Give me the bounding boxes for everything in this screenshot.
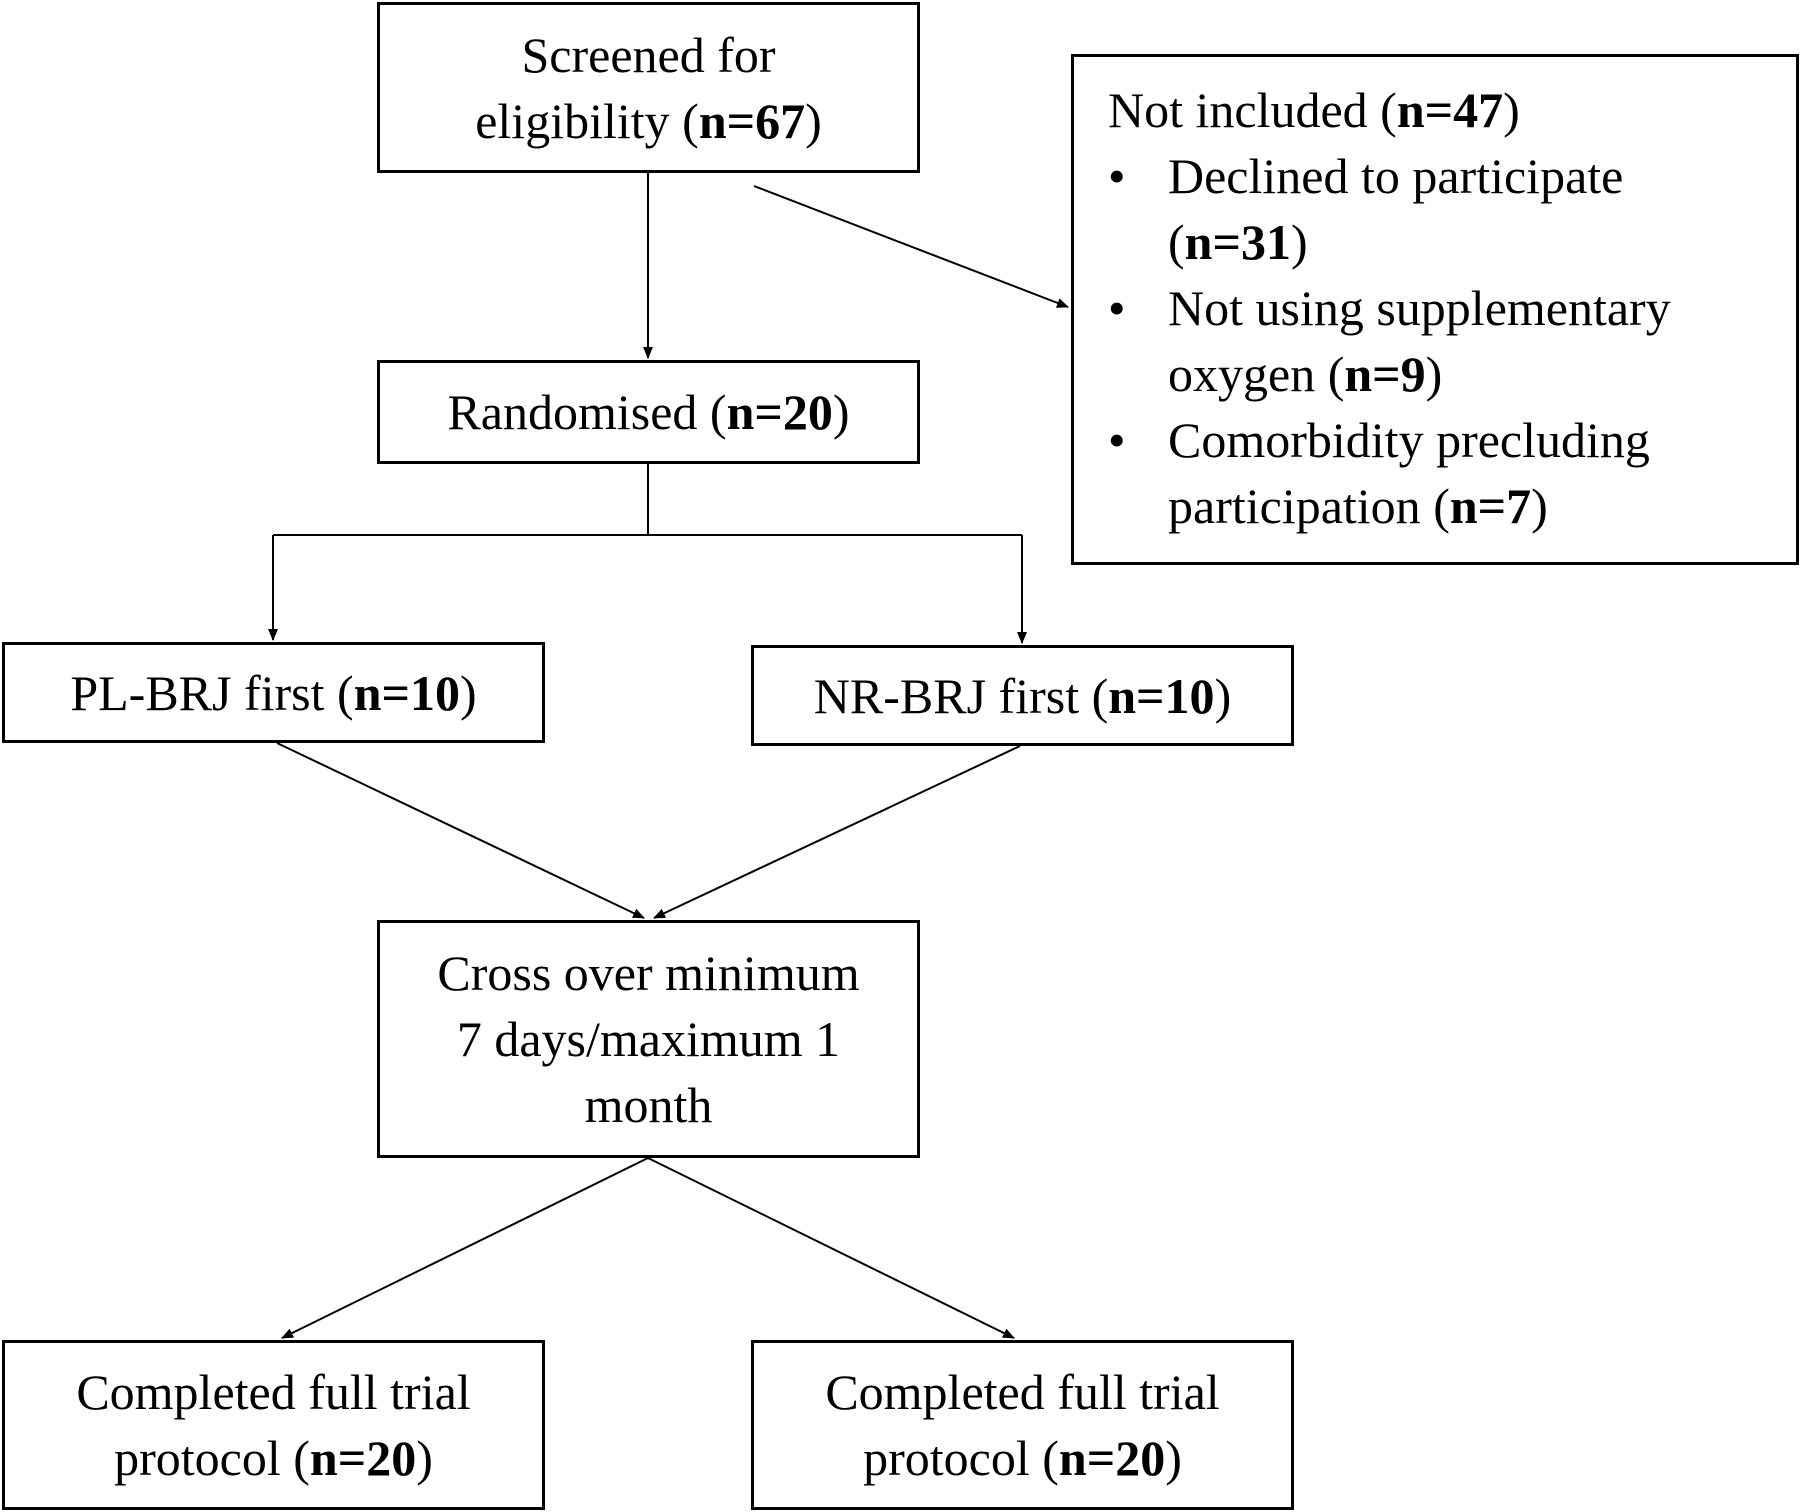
exclusion-reason-count: n=9 <box>1344 346 1426 402</box>
pl-brj-first-label: PL-BRJ first <box>70 664 325 721</box>
not-included-box: Not included (n=47) • Declined to partic… <box>1071 54 1799 565</box>
screened-box: Screened for eligibility (n=67) <box>377 2 920 173</box>
exclusion-reason-no-oxygen: • Not using supplementary oxygen (n=9) <box>1108 275 1796 407</box>
exclusion-reason-count: n=7 <box>1449 478 1532 534</box>
exclusion-reason-count: n=31 <box>1184 214 1291 270</box>
completed-right-box: Completed full trial protocol (n=20) <box>751 1340 1294 1510</box>
crossover-label-line1: Cross over minimum <box>437 945 860 1001</box>
nr-brj-first-label: NR-BRJ first <box>813 667 1080 724</box>
nr-brj-first-box: NR-BRJ first (n=10) <box>751 645 1294 746</box>
pl-brj-first-box: PL-BRJ first (n=10) <box>2 642 545 743</box>
exclusion-reason-declined: • Declined to participate (n=31) <box>1108 143 1796 275</box>
randomised-box: Randomised (n=20) <box>377 360 920 464</box>
exclusion-reason-text: Comorbidity precluding <box>1168 412 1650 468</box>
screened-label-line2-text: eligibility <box>475 92 670 149</box>
screened-count: n=67 <box>698 92 806 149</box>
arrow-nr-first-to-crossover <box>653 745 1021 919</box>
exclusion-reason-count-line: participation (n=7) <box>1168 478 1548 534</box>
randomised-label-line: Randomised (n=20) <box>447 384 850 440</box>
completed-right-count: n=20 <box>1058 1430 1166 1486</box>
nr-brj-first-label-line: NR-BRJ first (n=10) <box>813 667 1232 724</box>
arrow-pl-first-to-crossover <box>276 742 645 919</box>
bullet-glyph: • <box>1108 148 1126 204</box>
completed-left-label-line2: protocol (n=20) <box>114 1430 433 1486</box>
exclusion-reason-text-cont: oxygen <box>1168 346 1316 402</box>
bullet-glyph: • <box>1108 280 1126 336</box>
arrow-screened-to-not-included <box>753 185 1069 308</box>
pl-brj-first-label-line: PL-BRJ first (n=10) <box>70 664 477 721</box>
crossover-label-line2: 7 days/maximum 1 <box>456 1011 841 1067</box>
exclusion-reason-text: Not using supplementary <box>1168 280 1671 336</box>
nr-brj-first-count: n=10 <box>1108 667 1215 724</box>
randomised-label: Randomised <box>447 384 698 440</box>
screened-label-line1: Screened for <box>521 26 776 83</box>
crossover-box: Cross over minimum 7 days/maximum 1 mont… <box>377 920 920 1158</box>
bullet-glyph: • <box>1108 412 1126 468</box>
completed-right-label-text: protocol <box>863 1430 1030 1486</box>
exclusion-reason-count-line: oxygen (n=9) <box>1168 346 1443 402</box>
randomised-count: n=20 <box>726 384 833 440</box>
exclusion-reason-text: Declined to participate <box>1168 148 1624 204</box>
completed-left-box: Completed full trial protocol (n=20) <box>2 1340 545 1510</box>
completed-left-label-text: protocol <box>114 1430 281 1486</box>
crossover-label-line3: month <box>584 1077 713 1133</box>
not-included-count: n=47 <box>1396 82 1504 138</box>
completed-right-label-line2: protocol (n=20) <box>863 1430 1182 1486</box>
arrow-crossover-to-completed-left <box>281 1157 649 1339</box>
completed-left-label-line1: Completed full trial <box>76 1364 471 1420</box>
not-included-heading: Not included (n=47) <box>1108 82 1520 138</box>
exclusion-reasons-list: • Declined to participate (n=31) • Not u… <box>1108 143 1796 539</box>
completed-left-count: n=20 <box>309 1430 417 1486</box>
pl-brj-first-count: n=10 <box>353 664 460 721</box>
completed-right-label-line1: Completed full trial <box>825 1364 1220 1420</box>
exclusion-reason-count-line: (n=31) <box>1168 214 1308 270</box>
exclusion-reason-text-cont: participation <box>1168 478 1421 534</box>
arrow-crossover-to-completed-right <box>647 1157 1015 1339</box>
screened-label-line2: eligibility (n=67) <box>475 92 822 149</box>
not-included-label: Not included <box>1108 82 1368 138</box>
exclusion-reason-comorbidity: • Comorbidity precluding participation (… <box>1108 407 1796 539</box>
